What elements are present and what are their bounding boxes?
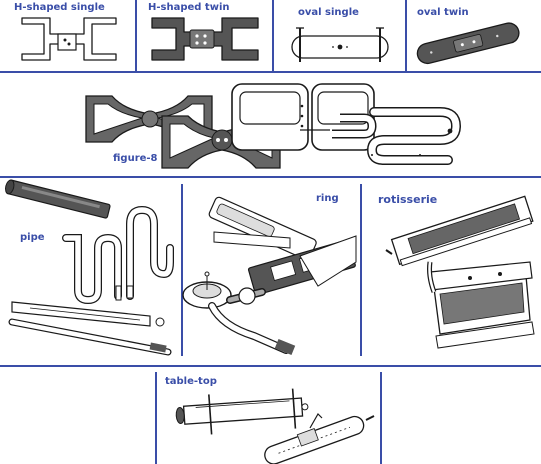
burner-types-diagram: H-shaped single H-shaped twin oval singl… <box>0 0 541 464</box>
tabletop-burners <box>0 0 541 464</box>
